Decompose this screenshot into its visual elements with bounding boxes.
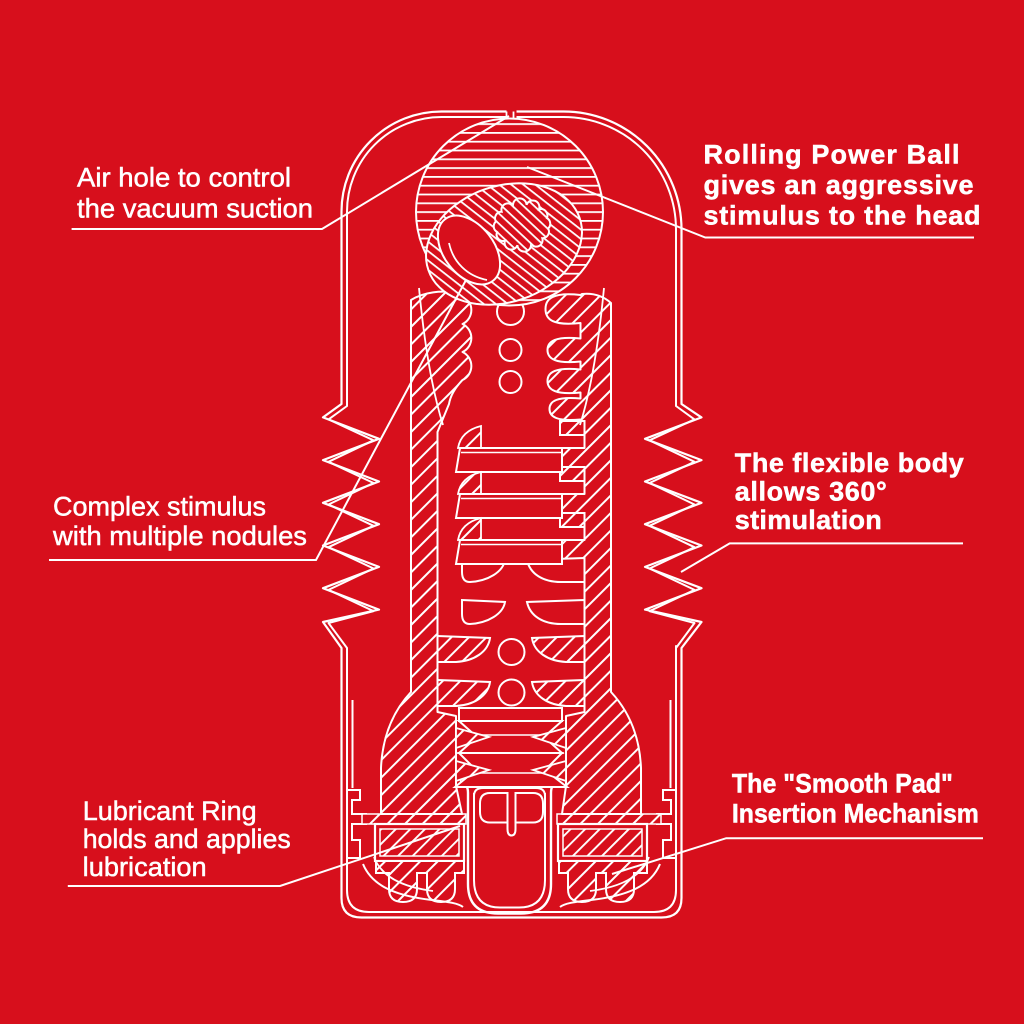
svg-text:Rolling Power Ball: Rolling Power Ball [704, 139, 960, 169]
svg-text:stimulus to the head: stimulus to the head [704, 200, 981, 230]
svg-text:gives an aggressive: gives an aggressive [704, 170, 974, 200]
svg-text:with multiple nodules: with multiple nodules [52, 521, 307, 551]
svg-text:Complex stimulus: Complex stimulus [53, 492, 266, 522]
svg-text:holds and applies: holds and applies [83, 824, 291, 854]
svg-text:lubrication: lubrication [83, 852, 207, 882]
svg-text:Lubricant Ring: Lubricant Ring [83, 796, 257, 826]
svg-text:the vacuum suction: the vacuum suction [77, 194, 313, 224]
svg-text:stimulation: stimulation [735, 505, 882, 535]
svg-text:The "Smooth Pad": The "Smooth Pad" [732, 768, 953, 798]
svg-text:The flexible body: The flexible body [735, 448, 964, 478]
svg-text:allows 360°: allows 360° [735, 476, 887, 506]
svg-text:Air hole to control: Air hole to control [77, 163, 291, 193]
svg-text:Insertion Mechanism: Insertion Mechanism [732, 798, 979, 828]
